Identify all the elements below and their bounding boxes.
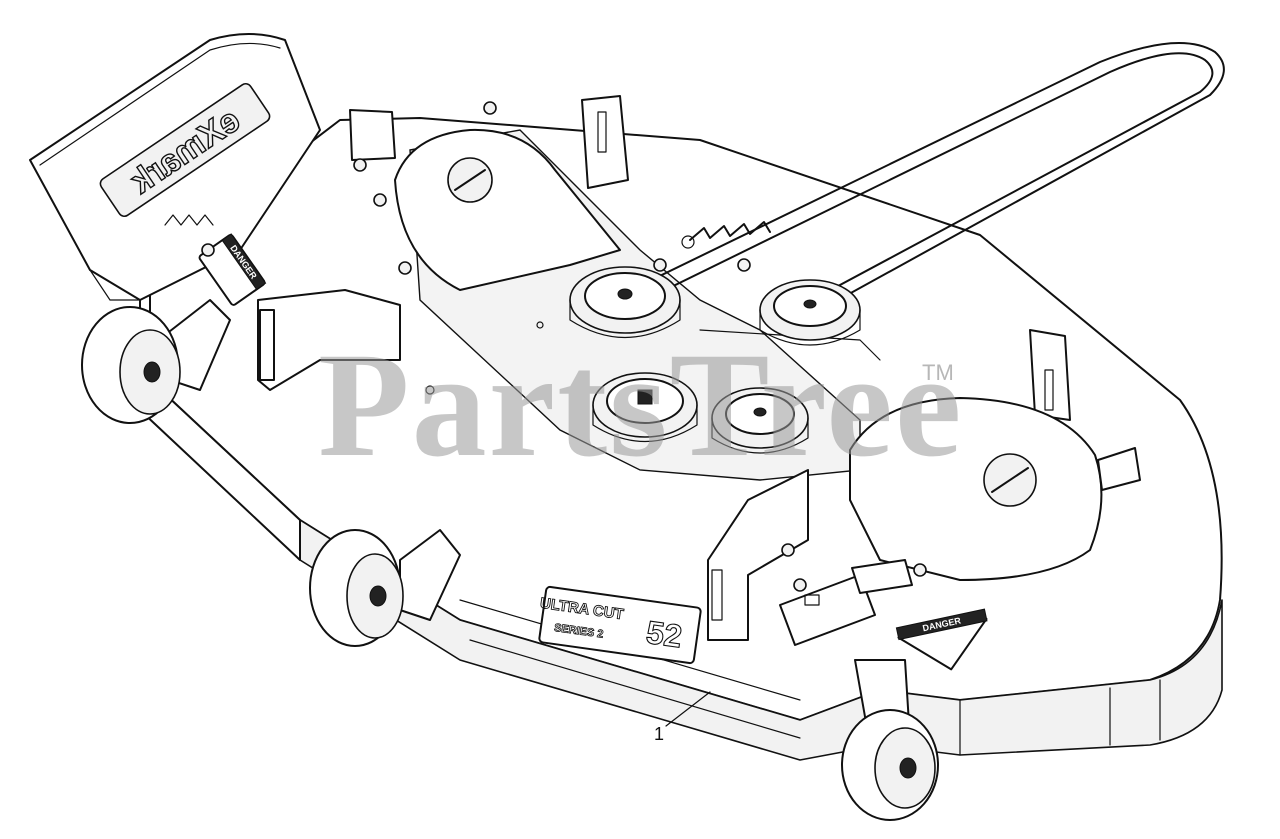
pulley [592,372,698,442]
deck-model-badge: ULTRA CUT SERIES 2 52 [538,585,702,665]
belt-guard-right [849,397,1103,581]
fasteners [201,101,927,592]
drive-belt [599,42,1225,361]
callout-leader [665,691,711,727]
instruction-decal [779,447,1141,646]
caster-wheel [81,299,231,424]
tension-spring [681,221,771,249]
belt-guard-left [394,128,621,291]
spindle-pulleys [569,266,861,454]
danger-decal-right: DANGER [895,608,988,671]
pulley [711,387,809,454]
badge-size: 52 [644,614,684,655]
pulley [759,279,861,346]
mounting-brackets [257,95,1071,641]
pulley [569,266,681,339]
discharge-chute: eXmark [29,33,321,301]
callout-label: 1 [654,724,665,744]
caster-wheel [841,659,939,821]
caster-wheel [309,529,461,647]
